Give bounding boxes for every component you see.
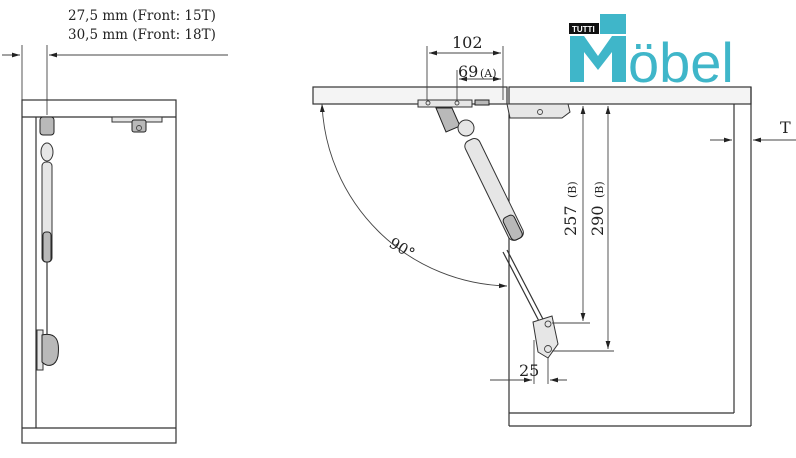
brand-logo: TUTTI öbel	[569, 14, 734, 94]
logo-badge-text: TUTTI	[572, 25, 595, 34]
left-bottom-bracket	[41, 333, 59, 366]
flap-hinge-cover	[474, 99, 490, 106]
right-cabinet-view: 90° 102 69 (A) 257 (B) 290 (B) 25 T	[312, 33, 796, 427]
dim-290-label: 290	[588, 205, 607, 236]
dim-t-label: T	[780, 118, 791, 137]
logo-m-mark	[570, 36, 626, 82]
left-cylinder-end	[42, 231, 52, 263]
left-cabinet-outline	[21, 99, 177, 444]
right-piston-rod	[502, 251, 542, 326]
dim-69-tag: (A)	[480, 67, 497, 80]
left-cabinet-view	[2, 45, 228, 444]
left-pivot-joint	[40, 142, 54, 162]
right-piston-rod-2	[506, 249, 546, 324]
dim-25-label: 25	[519, 361, 539, 380]
arm-pivot-joint	[457, 119, 475, 137]
note-front-18t: 30,5 mm (Front: 18T)	[68, 27, 216, 43]
angle-arc	[319, 103, 508, 289]
dim-290-tag: (B)	[593, 181, 606, 198]
arm-upper-link	[435, 107, 461, 133]
cabinet-hinge-box	[506, 103, 571, 119]
dim-257-label: 257	[561, 205, 580, 236]
left-top-hinge	[39, 116, 55, 136]
left-bracket	[131, 119, 147, 133]
dim-102-label: 102	[452, 33, 483, 52]
lower-bracket-pin-1	[544, 320, 552, 328]
logo-text: öbel	[628, 31, 734, 94]
note-front-15t: 27,5 mm (Front: 15T)	[68, 8, 216, 24]
hinge-screw	[537, 109, 543, 115]
logo-m-top	[600, 14, 626, 34]
logo-badge	[569, 23, 599, 34]
lower-bracket-pin-2	[544, 345, 552, 353]
right-cylinder-end	[502, 214, 523, 241]
dim-69-label: 69	[458, 62, 478, 81]
left-screw	[136, 125, 142, 131]
dim-257-tag: (B)	[566, 181, 579, 198]
